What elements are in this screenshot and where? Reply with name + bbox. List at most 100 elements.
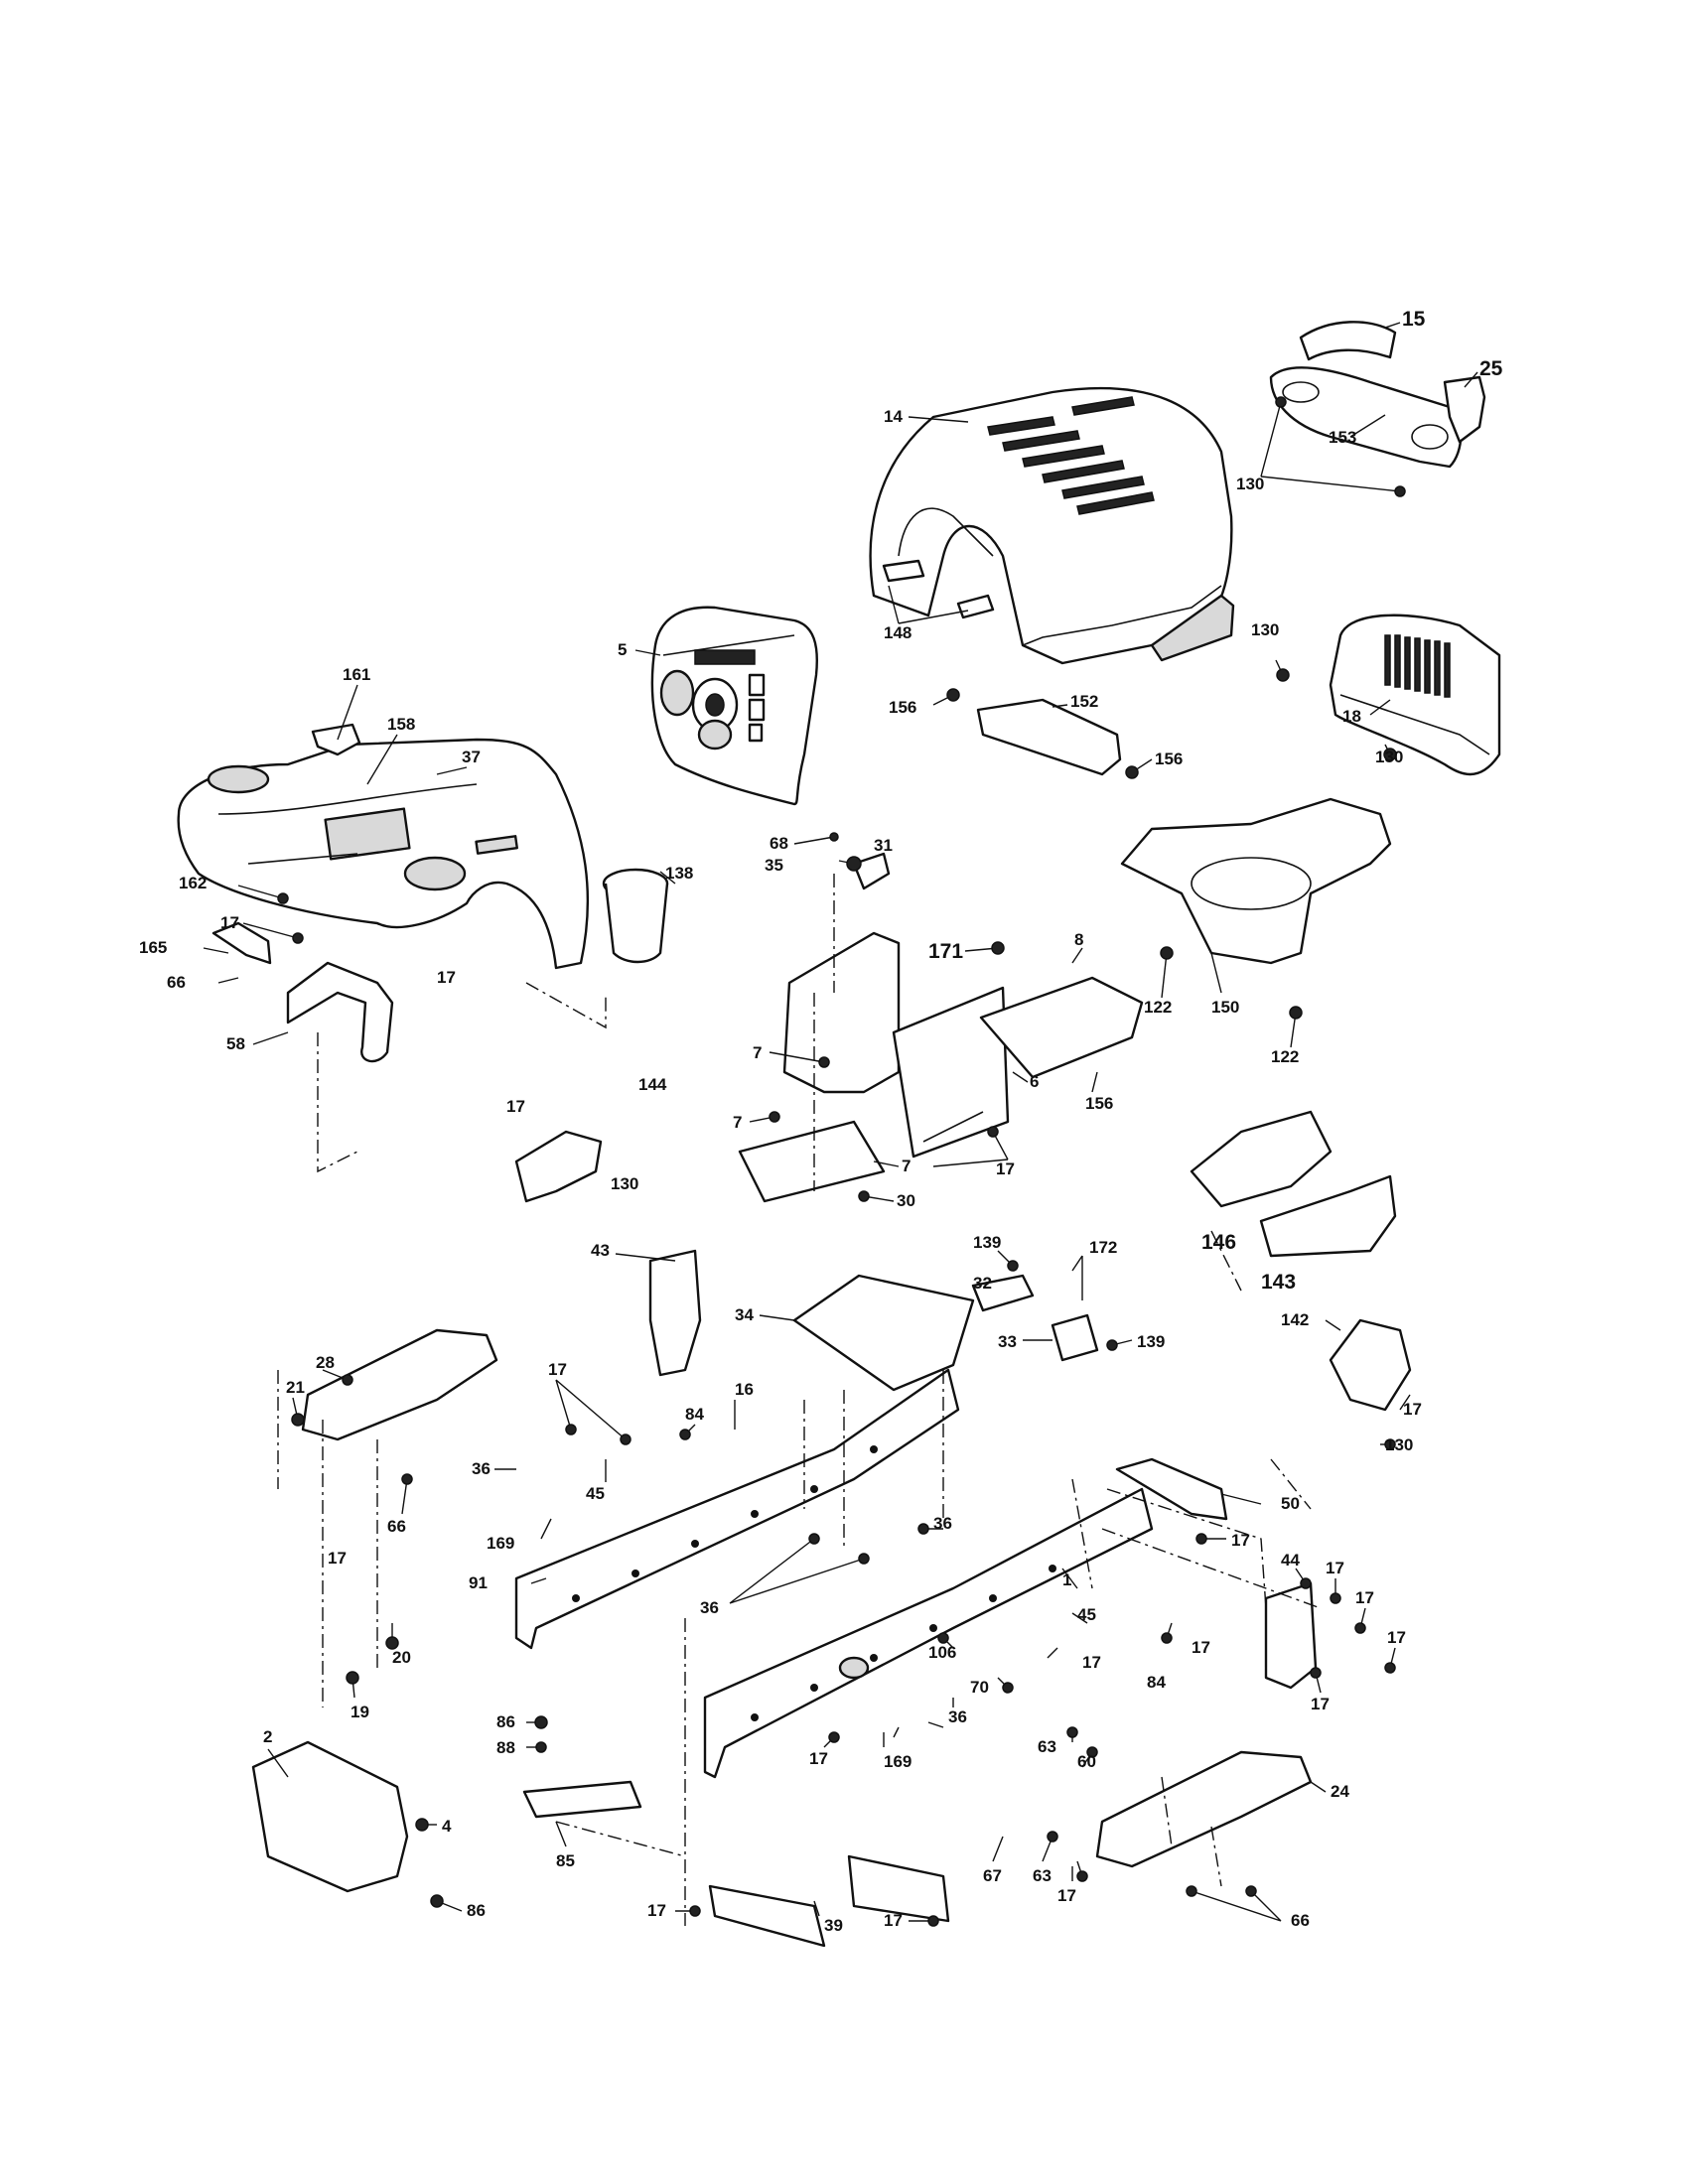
bracket-142-part xyxy=(1329,1318,1412,1412)
bracket-33-part xyxy=(1051,1313,1099,1362)
label-17-n: 17 xyxy=(1192,1638,1210,1657)
label-17-c: 17 xyxy=(996,1160,1015,1178)
cover-part xyxy=(1443,375,1486,444)
footrest-left-part xyxy=(301,1328,498,1441)
label-20: 20 xyxy=(392,1648,411,1667)
panel-146-part xyxy=(1190,1110,1333,1208)
label-28: 28 xyxy=(316,1353,335,1372)
label-45-b: 45 xyxy=(1077,1605,1096,1624)
label-66-b: 66 xyxy=(387,1517,406,1536)
label-1: 1 xyxy=(1062,1570,1071,1589)
bracket-31-part xyxy=(852,852,891,890)
bracket-85-part xyxy=(522,1780,642,1819)
label-139-a: 139 xyxy=(973,1233,1001,1252)
label-37: 37 xyxy=(462,748,481,766)
label-139-b: 139 xyxy=(1137,1332,1165,1351)
cupholder-part xyxy=(602,868,669,964)
label-2: 2 xyxy=(263,1727,272,1746)
label-44: 44 xyxy=(1281,1551,1300,1570)
label-17-k: 17 xyxy=(1387,1628,1406,1647)
label-138: 138 xyxy=(665,864,693,883)
label-85: 85 xyxy=(556,1851,575,1870)
label-142: 142 xyxy=(1281,1310,1309,1329)
label-150: 150 xyxy=(1211,998,1239,1017)
label-17-o: 17 xyxy=(809,1749,828,1768)
label-21: 21 xyxy=(286,1378,305,1397)
label-122-b: 122 xyxy=(1271,1047,1299,1066)
footrest-right-part xyxy=(1095,1750,1313,1868)
bracket-58-part xyxy=(286,961,394,1063)
label-36-d: 36 xyxy=(948,1707,967,1726)
label-17-p: 17 xyxy=(1057,1886,1076,1905)
label-17-f: 17 xyxy=(548,1360,567,1379)
label-66-a: 66 xyxy=(167,973,186,992)
label-158: 158 xyxy=(387,715,415,734)
label-86-b: 86 xyxy=(467,1901,486,1920)
bracket-39a-part xyxy=(708,1884,826,1948)
frame-rail-right-part xyxy=(703,1487,1154,1779)
label-146: 146 xyxy=(1201,1231,1236,1254)
label-33: 33 xyxy=(998,1332,1017,1351)
dash-panel-part xyxy=(650,606,818,806)
label-30: 30 xyxy=(897,1191,915,1210)
label-14: 14 xyxy=(884,407,903,426)
label-7-b: 7 xyxy=(733,1113,742,1132)
label-5: 5 xyxy=(618,640,627,659)
label-16: 16 xyxy=(735,1380,754,1399)
label-36-b: 36 xyxy=(700,1598,719,1617)
label-34: 34 xyxy=(735,1305,754,1324)
label-63-a: 63 xyxy=(1038,1737,1056,1756)
hardware-screws xyxy=(277,396,1406,1927)
hitch-plate-part xyxy=(251,1740,409,1893)
label-17-m: 17 xyxy=(1082,1653,1101,1672)
label-17-g: 17 xyxy=(328,1549,347,1568)
label-6: 6 xyxy=(1030,1072,1039,1091)
label-169-b: 169 xyxy=(884,1752,912,1771)
bracket-165-part xyxy=(211,921,272,965)
label-169-a: 169 xyxy=(487,1534,514,1553)
bracket-144-part xyxy=(514,1130,603,1203)
label-143: 143 xyxy=(1261,1271,1296,1294)
label-43: 43 xyxy=(591,1241,610,1260)
bracket-32-part xyxy=(971,1274,1035,1312)
label-152: 152 xyxy=(1070,692,1098,711)
label-66-c: 66 xyxy=(1291,1911,1310,1930)
label-60: 60 xyxy=(1077,1752,1096,1771)
label-156-c: 156 xyxy=(1085,1094,1113,1113)
headlight-lens-part xyxy=(1299,321,1397,361)
hood-grille-slots xyxy=(987,396,1155,515)
label-19: 19 xyxy=(351,1703,369,1721)
label-156-b: 156 xyxy=(1155,750,1183,768)
fender-part xyxy=(177,738,590,970)
label-144: 144 xyxy=(638,1075,667,1094)
frame-rail-left-part xyxy=(514,1368,960,1650)
label-32: 32 xyxy=(973,1274,992,1293)
label-88: 88 xyxy=(496,1738,515,1757)
label-50: 50 xyxy=(1281,1494,1300,1513)
bracket-39b-part xyxy=(847,1854,950,1923)
bracket-43-part xyxy=(648,1249,702,1377)
label-36-c: 36 xyxy=(933,1514,952,1533)
label-17-b: 17 xyxy=(437,968,456,987)
label-153: 153 xyxy=(1329,428,1356,447)
label-36-a: 36 xyxy=(472,1459,491,1478)
label-17-r: 17 xyxy=(884,1911,903,1930)
plate-30-part xyxy=(738,1120,886,1203)
label-18: 18 xyxy=(1342,707,1361,726)
label-31: 31 xyxy=(874,836,893,855)
bracket-44-part xyxy=(1264,1581,1318,1690)
part-labels: 15 25 14 153 130 148 5 130 18 130 156 15… xyxy=(139,308,1503,1935)
label-84-a: 84 xyxy=(685,1405,704,1424)
seat-pan-part xyxy=(1120,797,1392,965)
label-148: 148 xyxy=(884,623,912,642)
label-17-l: 17 xyxy=(1311,1695,1330,1713)
lever-161-part xyxy=(311,723,361,756)
hood-part xyxy=(869,386,1235,665)
label-122-a: 122 xyxy=(1144,998,1172,1017)
grille-slats xyxy=(1384,634,1451,698)
label-70: 70 xyxy=(970,1678,989,1697)
battery-box-part xyxy=(782,931,1010,1159)
label-7-c: 7 xyxy=(902,1157,911,1175)
